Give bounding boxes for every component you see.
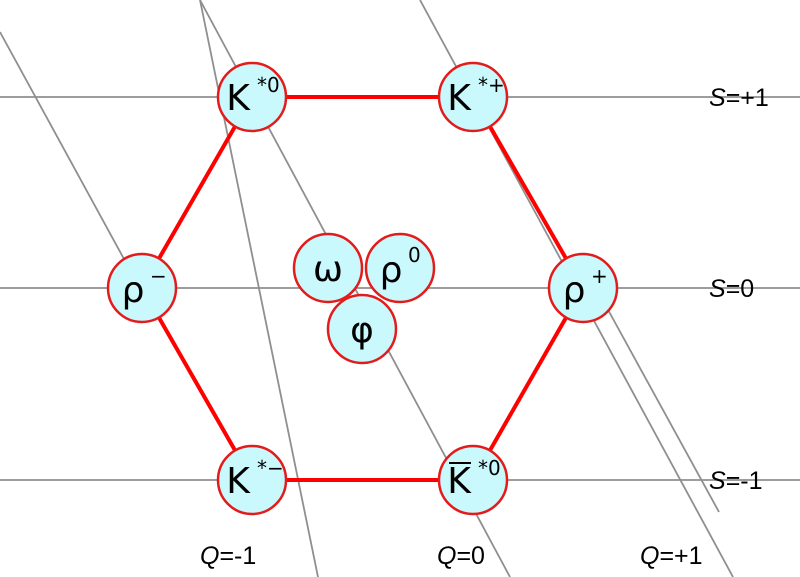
particle-rho-zero: ρ 0 xyxy=(364,232,436,304)
particle-circle xyxy=(547,252,619,324)
particle-superscript: *− xyxy=(257,456,284,480)
charge-line-far-left xyxy=(0,31,131,271)
particle-superscript: 0 xyxy=(408,243,421,267)
charge-label-plus1: Q=+1 xyxy=(640,542,703,570)
particle-circle xyxy=(326,293,398,365)
particle-symbol: φ xyxy=(350,310,374,351)
particle-superscript: − xyxy=(150,264,167,288)
strangeness-label-minus1: S=-1 xyxy=(709,467,763,495)
particle-superscript: + xyxy=(591,264,608,288)
hex-edge-top-left xyxy=(140,95,254,290)
particle-circle xyxy=(292,232,364,304)
particle-phi: φ xyxy=(326,293,398,365)
particle-symbol: ρ xyxy=(380,250,403,291)
particle-symbol: K xyxy=(226,461,251,502)
particle-symbol: K xyxy=(226,78,251,119)
charge-label-minus1: Q=-1 xyxy=(200,542,256,570)
particle-circle xyxy=(216,61,288,133)
charge-line-far-right xyxy=(600,296,720,513)
particle-circle xyxy=(364,232,436,304)
particle-symbol: ρ xyxy=(563,270,586,311)
particle-rho-minus: ρ − xyxy=(106,252,178,324)
charge-label-0: Q=0 xyxy=(437,542,485,570)
strangeness-label-plus1: S=+1 xyxy=(709,84,769,112)
particle-circle xyxy=(106,252,178,324)
hexagon xyxy=(140,95,585,482)
particle-symbol: K xyxy=(447,78,472,119)
particle-K-star-minus: K *− xyxy=(216,444,288,516)
particle-symbol: K xyxy=(447,461,472,502)
hex-edge-bottom-left xyxy=(140,286,254,482)
hex-edge-bottom-right xyxy=(471,286,585,482)
particle-circle xyxy=(437,61,509,133)
particle-K-star-zero-bar: K *0 xyxy=(437,444,509,516)
particle-K-star-zero: K *0 xyxy=(216,61,288,133)
particle-circle xyxy=(216,444,288,516)
particle-K-star-plus: K *+ xyxy=(437,61,509,133)
particle-superscript: *0 xyxy=(478,456,501,480)
hex-edge-top-right xyxy=(471,95,585,290)
strangeness-label-0: S=0 xyxy=(709,275,754,303)
particle-omega: ω xyxy=(292,232,364,304)
particle-superscript: *0 xyxy=(257,73,280,97)
particle-symbol: ρ xyxy=(122,270,145,311)
particle-superscript: *+ xyxy=(478,73,505,97)
particle-symbol: ω xyxy=(313,249,343,290)
particle-rho-plus: ρ + xyxy=(547,252,619,324)
